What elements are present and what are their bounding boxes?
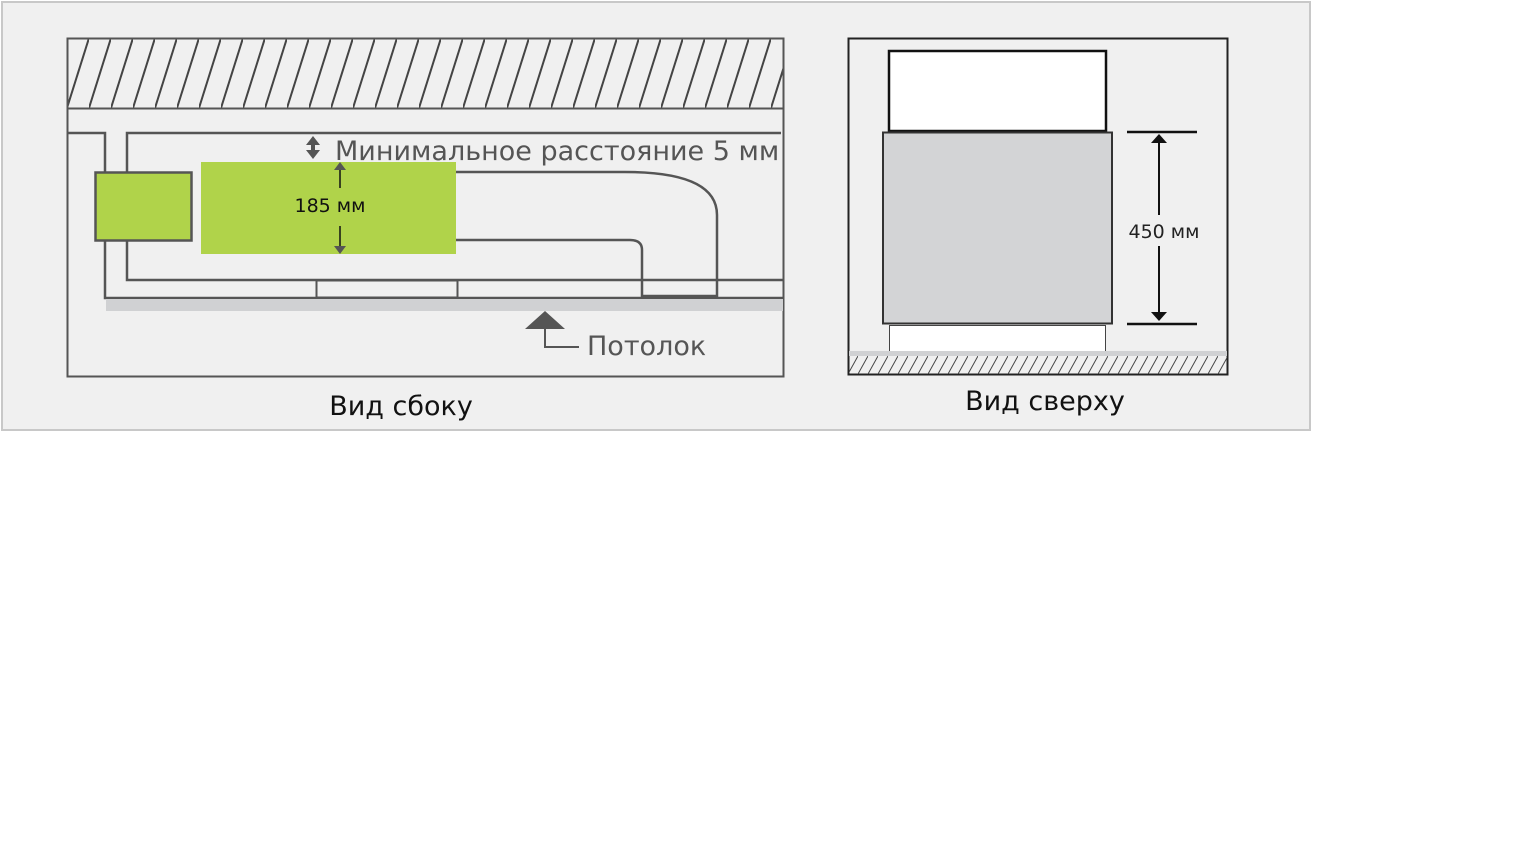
ceiling-board [106, 299, 783, 311]
flex-duct [456, 170, 719, 298]
side-view: 185 мм Минимальное расстояние 5 мм Потол… [66, 37, 785, 422]
wall-strip [849, 351, 1227, 356]
double-arrow-icon [306, 136, 320, 159]
front-panel [887, 49, 1108, 133]
top-view-caption: Вид сверху [965, 386, 1125, 417]
grille [315, 279, 459, 299]
rear-panel [889, 325, 1106, 353]
min-distance-label: Минимальное расстояние 5 мм [335, 136, 779, 167]
unit-body [882, 131, 1113, 325]
side-view-caption: Вид сбоку [329, 391, 473, 422]
top-view: 450 мм Вид сверху [847, 37, 1229, 417]
ceiling-label: Потолок [587, 331, 706, 362]
top-view-frame [847, 37, 1229, 376]
height-label: 185 мм [295, 195, 366, 217]
depth-label: 450 мм [1129, 221, 1200, 243]
slab-hatch [66, 37, 785, 110]
ceiling-pointer-arrow [525, 311, 579, 348]
depth-dimension-arrow [1127, 130, 1197, 326]
main-unit-box [201, 162, 456, 254]
height-dimension-arrow [334, 162, 346, 254]
small-unit-box [94, 171, 193, 242]
wall-hatch [849, 356, 1227, 374]
